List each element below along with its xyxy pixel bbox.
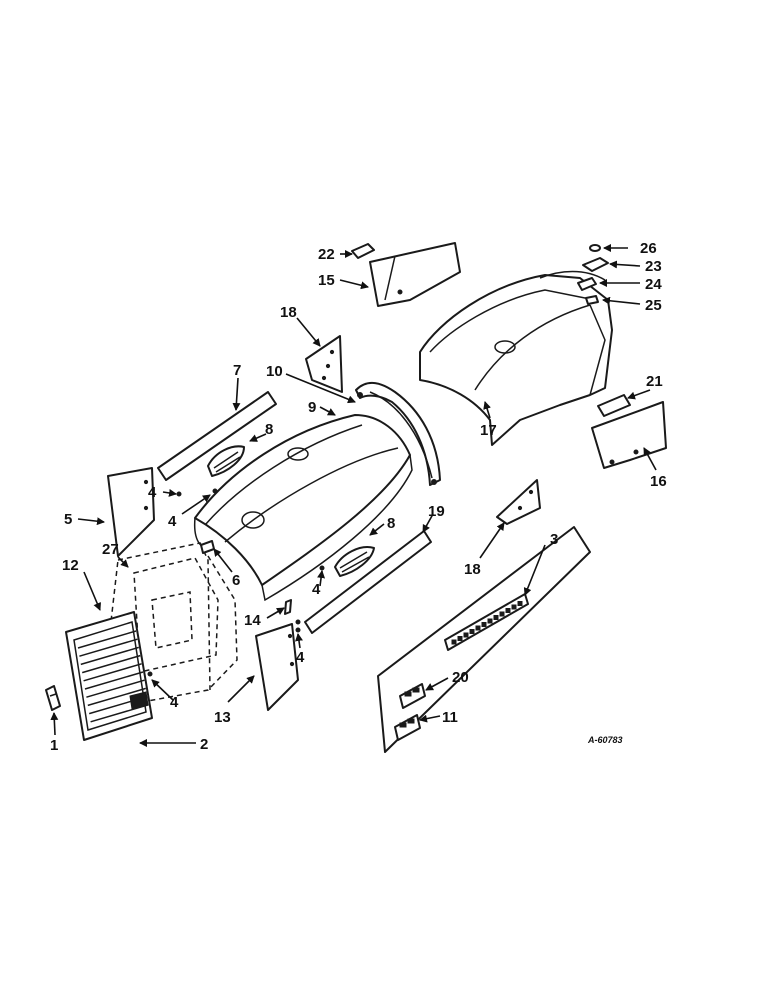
callout-4-a: 4: [148, 484, 157, 501]
callout-15: 15: [318, 272, 335, 289]
callout-11: 11: [442, 709, 458, 726]
callout-10: 10: [266, 363, 283, 380]
callout-14: 14: [244, 612, 261, 629]
callout-5: 5: [64, 511, 72, 528]
strip-part-19: [304, 530, 432, 634]
callout-8-lower: 8: [387, 515, 395, 532]
callout-4-d: 4: [296, 649, 305, 666]
decal-mark: [505, 608, 511, 613]
callout-4-c: 4: [312, 581, 321, 598]
decal-mark: [481, 622, 487, 627]
louver-part-8-upper: [207, 445, 245, 477]
latch-part-1: [45, 685, 61, 711]
callout-27: 27: [102, 541, 119, 558]
grille-bar: [83, 663, 142, 682]
rear-hood-part-17: [419, 270, 613, 446]
grille-bar: [86, 679, 145, 698]
pin-part-14: [284, 599, 292, 615]
decal-mark: [469, 629, 475, 634]
callout-20: 20: [452, 669, 469, 686]
decal-part-20: [399, 683, 426, 709]
grille-part-12: [65, 611, 153, 741]
callout-2: 2: [200, 736, 208, 753]
callout-9: 9: [308, 399, 316, 416]
grille-bar: [87, 687, 147, 707]
louver-part-8-lower: [334, 546, 375, 577]
callout-labels: 22 15 26 23 24 25 18 7 10 9 8 17 21 16 4…: [50, 240, 667, 754]
callout-26: 26: [640, 240, 657, 257]
callout-24: 24: [645, 276, 662, 293]
callout-25: 25: [645, 297, 662, 314]
bracket-part-18-lower: [496, 479, 541, 525]
decal-mark: [499, 611, 505, 617]
drawing-reference-code: A-60783: [587, 735, 623, 745]
small-parts-23-26: [577, 244, 609, 305]
callout-23: 23: [645, 258, 662, 275]
callout-4-e: 4: [170, 694, 179, 711]
decal-mark: [475, 625, 481, 631]
clip-part-22: [351, 243, 375, 259]
stud-part-6: [200, 540, 215, 554]
decal-kit-panel: [377, 526, 591, 753]
grille-bar: [81, 654, 141, 674]
callout-8-upper: 8: [265, 421, 273, 438]
decal-part-3: [444, 593, 529, 651]
washers-part-4: [147, 488, 325, 677]
side-plate-part-5: [107, 467, 155, 557]
callout-7: 7: [233, 362, 241, 379]
callout-21: 21: [646, 373, 663, 390]
callout-19: 19: [428, 503, 445, 520]
grille-bar: [79, 638, 138, 657]
leader-lines: [50, 244, 657, 747]
grille-bar: [77, 630, 137, 649]
bracket-part-18-upper: [305, 335, 343, 393]
decal-mark: [511, 604, 517, 610]
callout-17: 17: [480, 422, 497, 439]
decal-mark: [457, 636, 463, 641]
side-plate-part-21: [597, 394, 631, 417]
callout-13: 13: [214, 709, 231, 726]
decal-mark: [487, 618, 493, 624]
decal-mark: [463, 632, 469, 638]
support-part-10: [355, 381, 441, 486]
decal-mark: [517, 601, 523, 606]
grille-bar: [84, 671, 144, 690]
decal-mark: [451, 639, 457, 645]
callout-3: 3: [550, 531, 558, 548]
callout-1: 1: [50, 737, 58, 754]
callout-22: 22: [318, 246, 335, 263]
bracket-part-15: [369, 242, 461, 307]
callout-18-lower: 18: [464, 561, 481, 578]
callout-12: 12: [62, 557, 79, 574]
callout-16: 16: [650, 473, 667, 490]
callout-6: 6: [232, 572, 240, 589]
decal-mark: [493, 615, 499, 620]
decal-part-11: [394, 714, 421, 741]
side-plate-part-13: [255, 623, 299, 711]
callout-18-upper: 18: [280, 304, 297, 321]
grille-bar: [80, 646, 140, 666]
callout-4-b: 4: [168, 513, 177, 530]
strip-part-7: [157, 391, 277, 481]
